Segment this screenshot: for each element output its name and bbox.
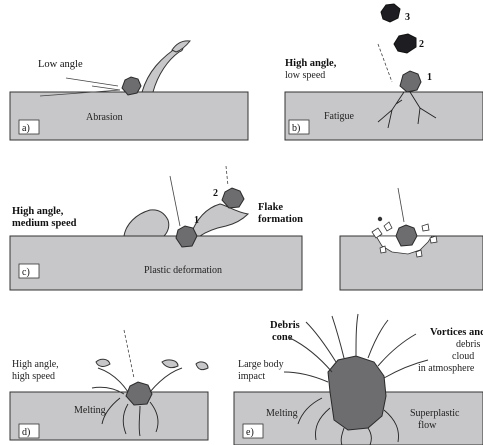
panel-d-surface — [10, 392, 208, 440]
panel-d-droplet-3 — [196, 362, 208, 370]
panel-e-streak-6 — [378, 334, 416, 366]
panel-b-number-1: 1 — [427, 72, 432, 83]
panel-d-droplet-1 — [96, 359, 110, 366]
panel-a-mechanism-label: Abrasion — [86, 112, 123, 123]
panel-e-debris-line2: cone — [272, 332, 293, 343]
panel-e-large-body — [328, 356, 386, 430]
panel-c: 1 2 High angle, medium speed Flake forma… — [10, 166, 303, 290]
panel-c-trajectory-1 — [170, 176, 180, 226]
panel-brittle — [340, 188, 483, 290]
panel-a-trajectory-3 — [92, 86, 120, 90]
panel-e-streak-2 — [306, 322, 336, 362]
panel-e-vortex-line2: debris — [456, 339, 481, 350]
panel-d-angle-line1: High angle, — [12, 359, 59, 370]
panel-b-mechanism-label: Fatigue — [324, 111, 355, 122]
panel-e-vortex-line3: cloud — [452, 351, 474, 362]
panel-c-tag: c) — [22, 267, 30, 278]
panel-b-particle-1 — [400, 71, 421, 92]
panel-e-debris-line1: Debris — [270, 320, 300, 331]
panel-d-trajectory — [124, 330, 134, 378]
panel-e-melting-label: Melting — [266, 408, 298, 419]
panel-a-surface — [10, 92, 248, 140]
panel-b: 1 2 3 High angle, low speed Fatigue b) — [285, 4, 483, 140]
panel-c-flake-line2: formation — [258, 214, 303, 225]
panel-a: Low angle Abrasion a) — [10, 41, 248, 140]
panel-e-streak-4 — [356, 314, 358, 356]
panel-e-streak-8 — [284, 372, 328, 382]
panel-b-trajectory — [378, 44, 392, 82]
panel-e-tag: e) — [246, 427, 254, 438]
brittle-fragment-3 — [422, 224, 429, 231]
panel-b-particle-3 — [381, 4, 400, 22]
panel-e-vortex-line1: Vortices and — [430, 327, 483, 338]
panel-c-particle-2 — [222, 188, 244, 208]
panel-b-angle-line1: High angle, — [285, 58, 337, 69]
panel-e-superplastic-line1: Superplastic — [410, 408, 460, 419]
brittle-fragment-2 — [384, 222, 392, 231]
panel-c-left-lip — [124, 210, 169, 236]
panel-c-angle-line1: High angle, — [12, 206, 64, 217]
panel-e: Debris cone Large body impact Vortices a… — [234, 314, 483, 445]
panel-e-superplastic-line2: flow — [418, 420, 437, 431]
panel-c-trajectory-2 — [226, 166, 228, 186]
panel-d-angle-line2: high speed — [12, 371, 55, 382]
brittle-chip — [378, 217, 382, 221]
panel-d-tag: d) — [22, 427, 30, 438]
panel-d: High angle, high speed Melting d) — [10, 330, 208, 440]
panel-b-number-3: 3 — [405, 12, 410, 23]
panel-b-angle-line2: low speed — [285, 70, 325, 81]
panel-d-spray-left — [98, 368, 128, 392]
panel-c-mechanism-label: Plastic deformation — [144, 265, 222, 276]
panel-c-number-2: 2 — [213, 188, 218, 199]
panel-e-impact-line1: Large body — [238, 359, 284, 370]
panel-e-streak-3 — [332, 316, 344, 358]
panel-e-streak-1 — [290, 338, 332, 372]
panel-d-spray-right — [150, 368, 182, 392]
panel-e-vortex-line4: in atmosphere — [418, 363, 475, 374]
panel-b-number-2: 2 — [419, 39, 424, 50]
panel-b-tag: b) — [292, 123, 300, 134]
panel-b-particle-2 — [394, 34, 416, 53]
panel-c-surface — [10, 236, 302, 290]
panel-d-droplet-2 — [162, 360, 178, 368]
panel-a-trajectory-1 — [66, 78, 118, 86]
panel-a-angle-label: Low angle — [38, 59, 83, 70]
panel-b-surface — [285, 92, 483, 140]
panel-c-number-1: 1 — [194, 215, 199, 226]
brittle-trajectory — [398, 188, 404, 222]
panel-d-mechanism-label: Melting — [74, 405, 106, 416]
panel-e-impact-line2: impact — [238, 371, 265, 382]
panel-c-flake-line1: Flake — [258, 202, 283, 213]
panel-e-streak-5 — [368, 320, 388, 358]
panel-a-tag: a) — [22, 123, 30, 134]
panel-c-angle-line2: medium speed — [12, 218, 77, 229]
